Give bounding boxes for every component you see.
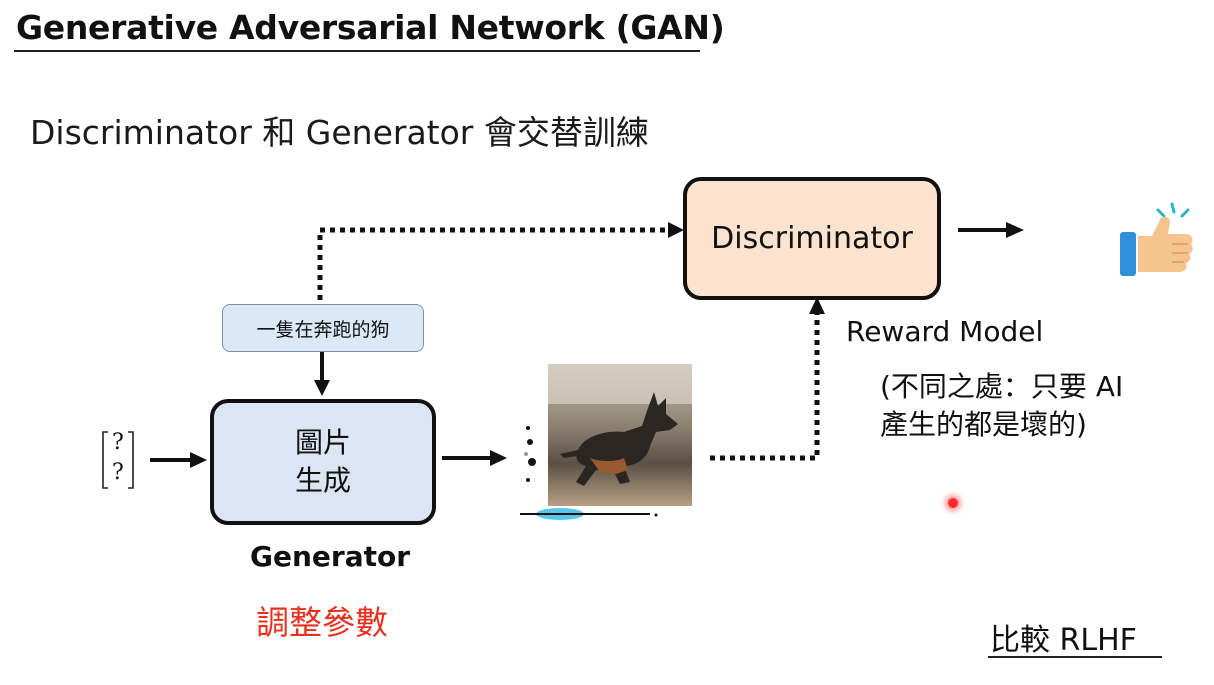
prompt-box: 一隻在奔跑的狗 [222,304,424,352]
vector-entry-top: ? [112,430,124,455]
running-dog-image [520,364,692,520]
discriminator-label: Discriminator [711,221,913,256]
title-underline [14,50,700,52]
generator-label: Generator [250,540,411,573]
generator-box: 圖片 生成 [210,399,436,525]
difference-note-line1: (不同之處：只要 AI [880,370,1124,403]
generator-line1: 圖片 [294,426,351,459]
compare-underline [988,656,1162,658]
thumbs-up-icon [1120,202,1193,276]
vector-entry-bottom: ? [112,460,124,485]
dotted-arrow-prompt-to-discriminator [317,227,670,300]
discriminator-box: Discriminator [683,177,941,300]
vector-brackets [102,431,134,489]
generator-line2: 生成 [294,464,351,497]
noise-vector: ? ? [100,430,136,490]
prompt-text: 一隻在奔跑的狗 [256,318,390,341]
difference-note: (不同之處：只要 AI 產生的都是壞的) [880,368,1123,444]
slide-subtitle: Discriminator 和 Generator 會交替訓練 [30,113,649,152]
compare-rlhf-label: 比較 RLHF [990,623,1137,658]
difference-note-line2: 產生的都是壞的) [880,408,1087,441]
laser-pointer-dot [948,498,958,508]
adjust-parameters-label: 調整參數 [256,603,388,642]
slide-title: Generative Adversarial Network (GAN) [16,8,725,47]
dotted-arrow-image-to-discriminator [710,312,820,461]
reward-model-label: Reward Model [846,315,1044,348]
